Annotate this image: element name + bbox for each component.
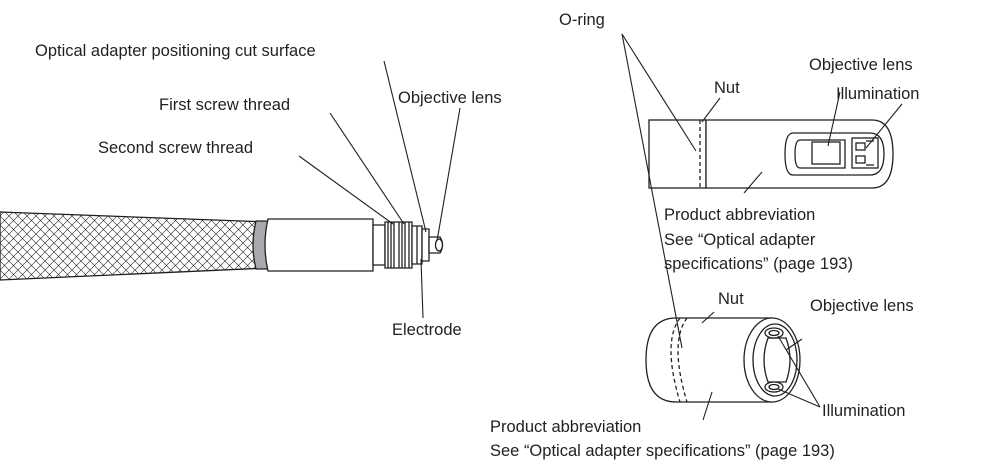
label-cut-surface: Optical adapter positioning cut surface (35, 42, 316, 60)
label-nut-top: Nut (714, 79, 740, 97)
label-electrode: Electrode (392, 321, 462, 339)
tip-collar (372, 224, 386, 266)
side-objective-lens (811, 141, 841, 165)
objective-lens-glass (434, 238, 444, 252)
label-see-specs-top-1: See “Optical adapter (664, 231, 816, 249)
label-see-specs-top-2: specifications” (page 193) (664, 255, 853, 273)
tip-body (264, 218, 374, 272)
label-o-ring: O-ring (559, 11, 605, 29)
side-illumination-led-2 (855, 155, 866, 164)
side-adapter-nut (648, 119, 707, 189)
label-product-abbr-top: Product abbreviation (664, 206, 816, 224)
scope-tip-illustration (0, 211, 444, 281)
braided-insertion-tube (0, 211, 269, 281)
label-second-thread: Second screw thread (98, 139, 254, 157)
label-product-abbr-bottom: Product abbreviation (490, 418, 642, 436)
direct-view-adapter-illustration (645, 317, 801, 403)
label-objective-lens-left: Objective lens (398, 89, 502, 107)
label-objective-lens-bottom: Objective lens (810, 297, 914, 315)
label-see-specs-bottom: See “Optical adapter specifications” (pa… (490, 442, 835, 460)
label-illumination-top: Illumination (836, 85, 920, 103)
direct-objective-lens (763, 337, 791, 383)
cut-surface (421, 228, 430, 262)
side-illumination-led-1 (855, 142, 866, 151)
label-illumination-bottom: Illumination (822, 402, 906, 420)
leader-lines (298, 33, 903, 421)
label-first-thread: First screw thread (159, 96, 291, 114)
side-view-adapter-illustration (648, 119, 894, 189)
label-nut-bottom: Nut (718, 290, 744, 308)
label-objective-lens-top: Objective lens (809, 56, 913, 74)
direct-adapter-body (645, 317, 773, 403)
